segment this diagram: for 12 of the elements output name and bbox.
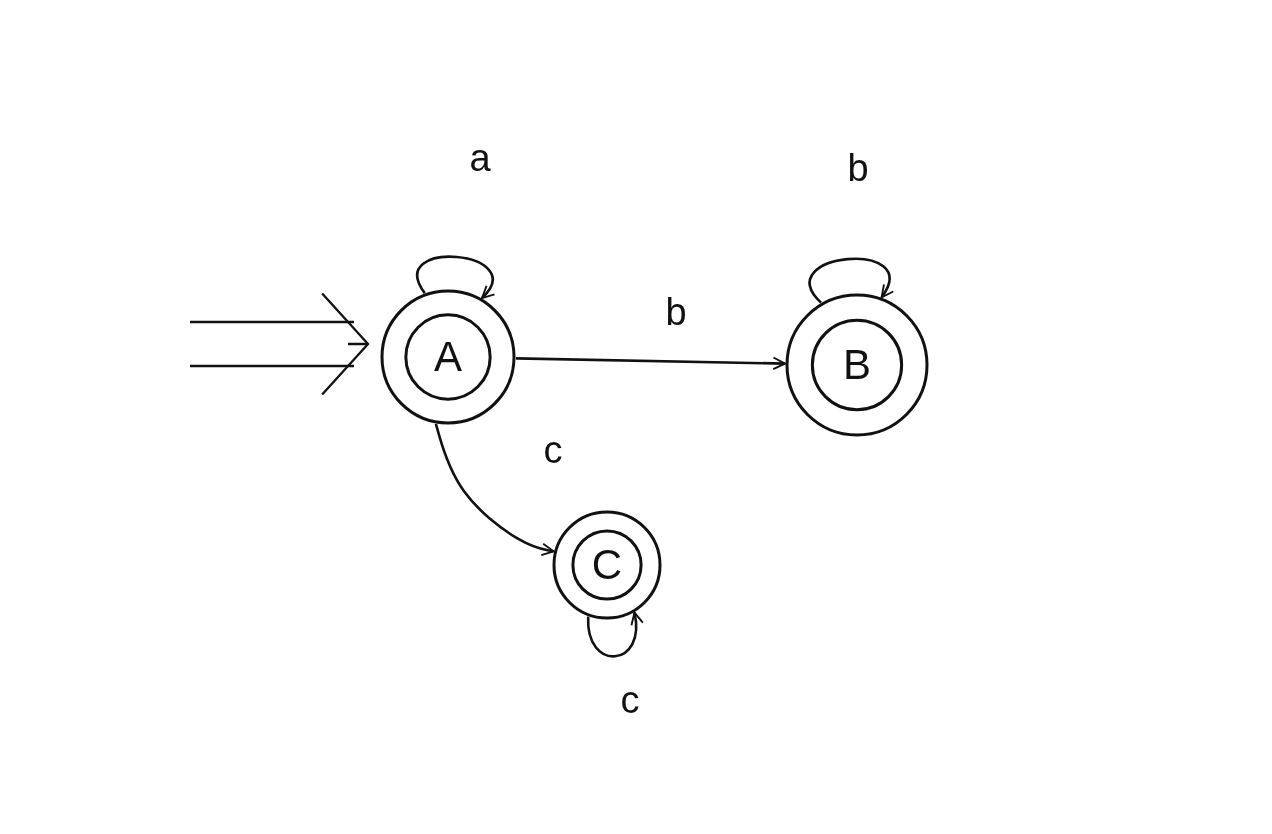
- arrow: [188, 292, 370, 396]
- arrow: [434, 423, 555, 557]
- state-label: B: [843, 341, 871, 389]
- arrow: [586, 611, 643, 658]
- arrow: [515, 356, 786, 371]
- state-label: A: [434, 333, 462, 381]
- state-circle: [552, 510, 662, 620]
- arrow: [808, 257, 894, 304]
- arrow: [416, 255, 495, 300]
- state-circle: [380, 289, 516, 425]
- state-label: C: [591, 541, 623, 589]
- state-circle: [785, 293, 929, 437]
